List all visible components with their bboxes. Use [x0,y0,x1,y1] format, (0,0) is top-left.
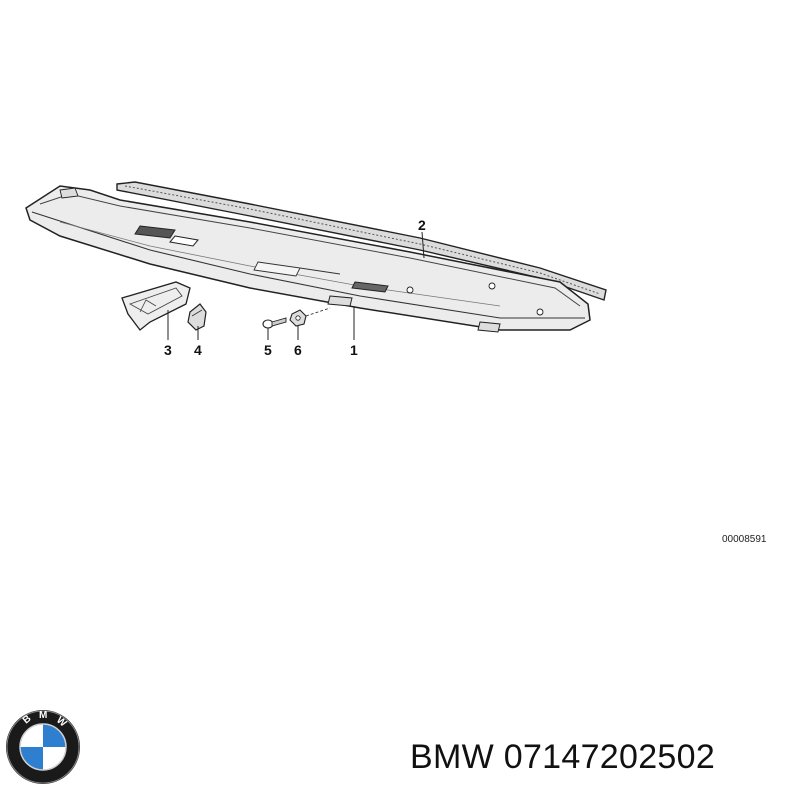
callout-3: 3 [164,342,172,358]
callout-4: 4 [194,342,202,358]
screw [262,317,287,329]
main-panel [25,185,591,333]
svg-text:M: M [39,710,47,721]
callout-6: 6 [294,342,302,358]
bracket [121,281,191,331]
nut [289,307,331,327]
leader-lines [167,231,425,340]
callout-2: 2 [418,217,426,233]
diagram-reference-number: 00008591 [722,534,767,545]
clip [187,303,207,331]
bmw-logo: B M W [6,710,80,784]
callout-5: 5 [264,342,272,358]
part-number-caption: BMW 07147202502 [410,738,716,776]
callout-1: 1 [350,342,358,358]
seal-strip [116,181,607,301]
